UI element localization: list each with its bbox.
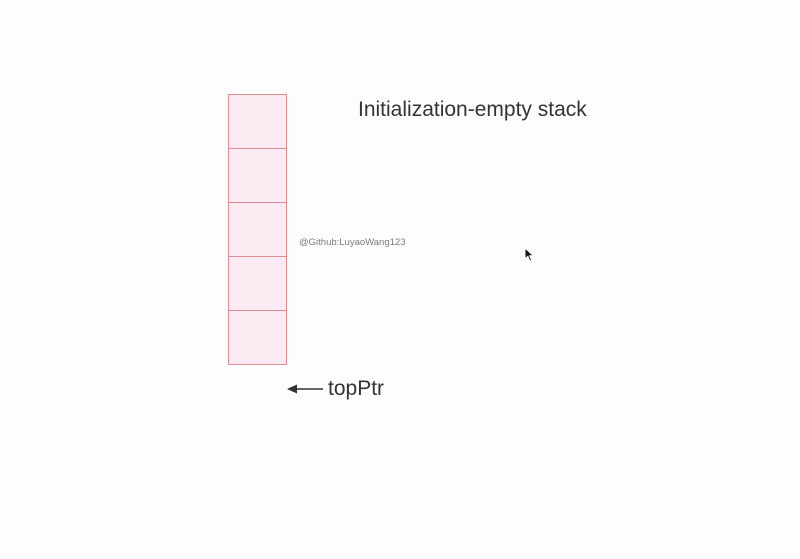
watermark: @Github:LuyaoWang123 [299, 237, 406, 248]
mouse-cursor-icon [524, 247, 535, 262]
diagram-title: Initialization-empty stack [358, 98, 587, 121]
left-arrow-icon [287, 384, 323, 394]
stack-cell [228, 148, 287, 203]
stack-cell [228, 310, 287, 365]
stack-array [228, 94, 287, 365]
top-pointer-label: topPtr [328, 377, 385, 400]
stack-cell [228, 94, 287, 149]
stack-cell [228, 256, 287, 311]
stack-cell [228, 202, 287, 257]
